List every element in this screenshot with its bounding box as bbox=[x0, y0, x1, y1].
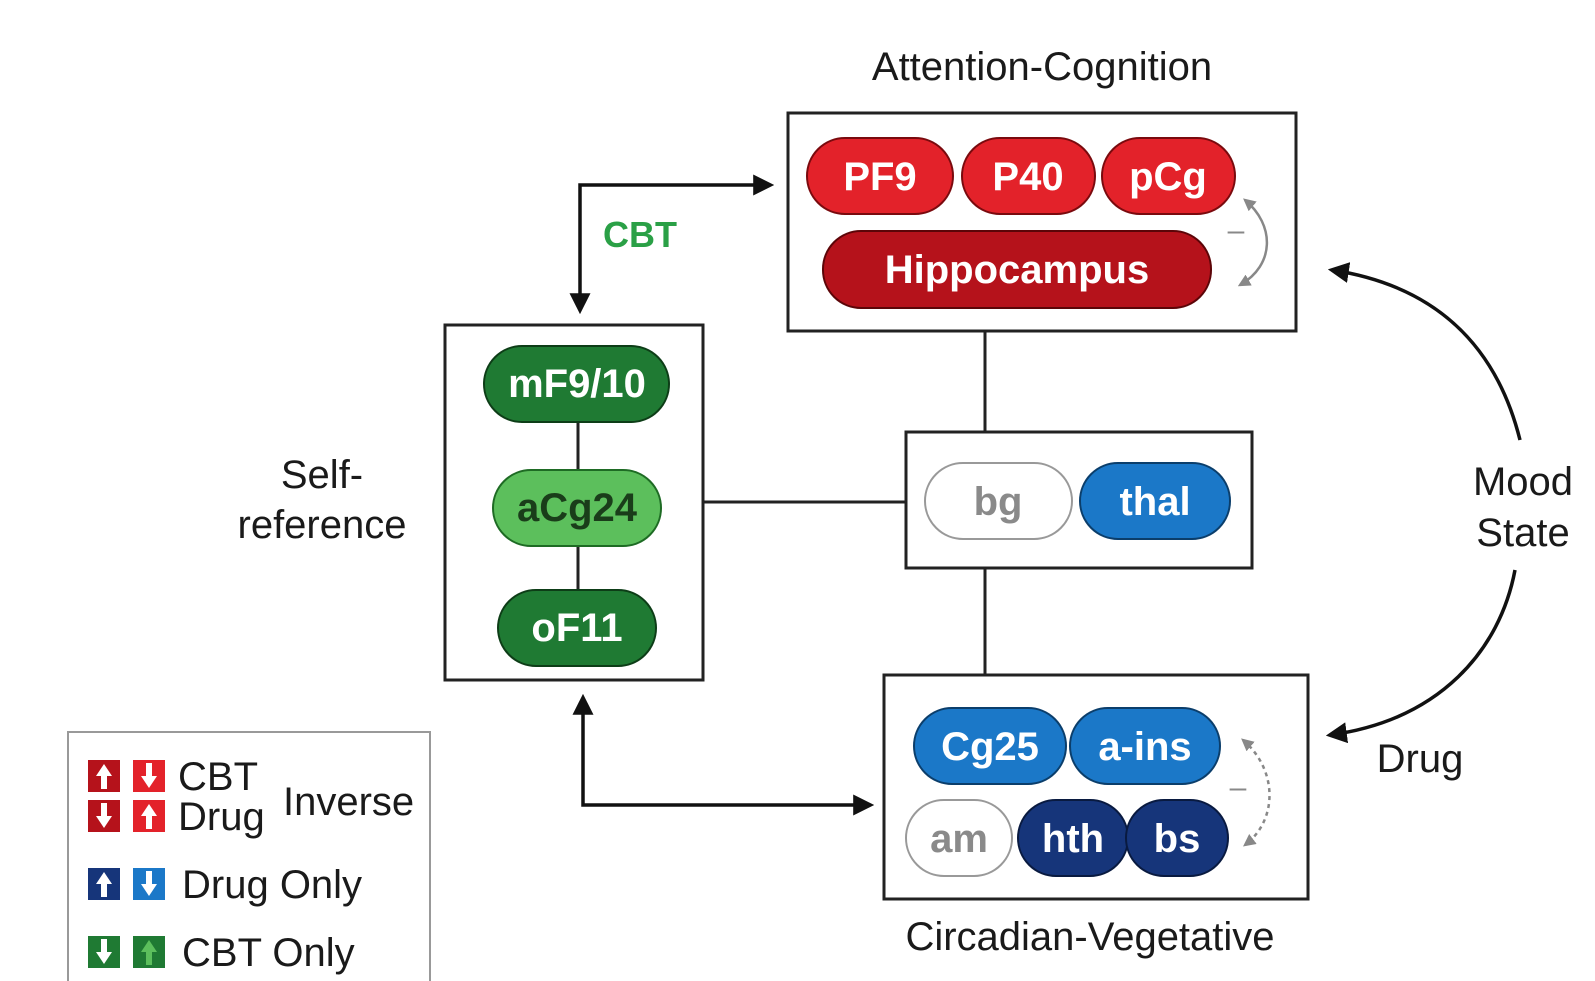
legend-inverse-label: Inverse bbox=[283, 780, 414, 824]
region-mf910-pill[interactable] bbox=[483, 345, 670, 423]
mood-state-label-line1: Mood bbox=[1473, 460, 1573, 504]
region-cg25-label: Cg25 bbox=[941, 725, 1039, 769]
region-ains-pill[interactable] bbox=[1069, 707, 1221, 785]
legend-drug-label: Drug bbox=[178, 795, 265, 839]
region-acg24-label: aCg24 bbox=[517, 486, 638, 530]
region-hth-label: hth bbox=[1042, 817, 1104, 861]
legend-cbt-red-up-icon bbox=[88, 760, 120, 792]
feedback-loop-attention bbox=[1237, 198, 1269, 287]
legend-cbt-only-down-icon bbox=[88, 936, 120, 968]
region-bs-label: bs bbox=[1154, 817, 1201, 861]
drug-label: Drug bbox=[1377, 737, 1464, 781]
region-bs-pill[interactable] bbox=[1125, 799, 1229, 877]
region-hippocampus-pill[interactable] bbox=[822, 230, 1212, 309]
legend-cbt-only-up-icon bbox=[133, 936, 165, 968]
region-am-pill[interactable] bbox=[905, 799, 1013, 877]
region-pcg-pill[interactable] bbox=[1101, 137, 1236, 215]
legend-drug-red-down-icon bbox=[88, 800, 120, 832]
region-p40-label: P40 bbox=[992, 155, 1063, 199]
circadian-vegetative-label: Circadian-Vegetative bbox=[905, 915, 1274, 959]
self-reference-label-line2: reference bbox=[238, 503, 407, 547]
cbt-arrow-to-attention bbox=[569, 174, 775, 315]
mood-state-label-line2: State bbox=[1476, 511, 1569, 555]
cbt-label: CBT bbox=[603, 214, 677, 255]
legend-drug-only-label: Drug Only bbox=[182, 863, 362, 907]
region-acg24-pill[interactable] bbox=[492, 469, 662, 547]
attention-cognition-label: Attention-Cognition bbox=[872, 45, 1212, 89]
region-cg25-pill[interactable] bbox=[913, 707, 1067, 785]
region-thal-pill[interactable] bbox=[1079, 462, 1231, 540]
region-thal-label: thal bbox=[1119, 480, 1190, 524]
region-am-label: am bbox=[930, 817, 988, 861]
region-ains-label: a-ins bbox=[1098, 725, 1191, 769]
self-reference-label-line1: Self- bbox=[281, 453, 363, 497]
region-pcg-label: pCg bbox=[1129, 155, 1207, 199]
arrow-self-to-circadian bbox=[572, 693, 875, 816]
region-bg-label: bg bbox=[974, 480, 1023, 524]
region-bg-pill[interactable] bbox=[924, 462, 1073, 540]
region-of11-label: oF11 bbox=[531, 606, 622, 650]
region-of11-pill[interactable] bbox=[497, 589, 657, 667]
legend-drug-only-up-icon bbox=[88, 868, 120, 900]
feedback-minus-circadian: – bbox=[1230, 771, 1247, 804]
mood-arrow-to-circadian bbox=[1325, 569, 1517, 744]
region-pf9-pill[interactable] bbox=[806, 137, 954, 215]
legend-box bbox=[67, 731, 431, 981]
region-mf910-label: mF9/10 bbox=[508, 362, 646, 406]
region-pf9-label: PF9 bbox=[843, 155, 916, 199]
legend-drug-red-up-icon bbox=[133, 800, 165, 832]
mood-arrow-to-attention bbox=[1327, 262, 1522, 441]
legend-cbt-label: CBT bbox=[178, 755, 258, 799]
feedback-minus-attention: – bbox=[1228, 214, 1245, 247]
legend-drug-only-down-icon bbox=[133, 868, 165, 900]
region-hippocampus-label: Hippocampus bbox=[885, 248, 1149, 292]
region-p40-pill[interactable] bbox=[961, 137, 1096, 215]
feedback-loop-circadian bbox=[1241, 738, 1271, 847]
legend: CBT Drug Inverse Drug Only bbox=[67, 731, 431, 981]
legend-cbt-red-down-icon bbox=[133, 760, 165, 792]
legend-cbt-only-label: CBT Only bbox=[182, 931, 355, 975]
